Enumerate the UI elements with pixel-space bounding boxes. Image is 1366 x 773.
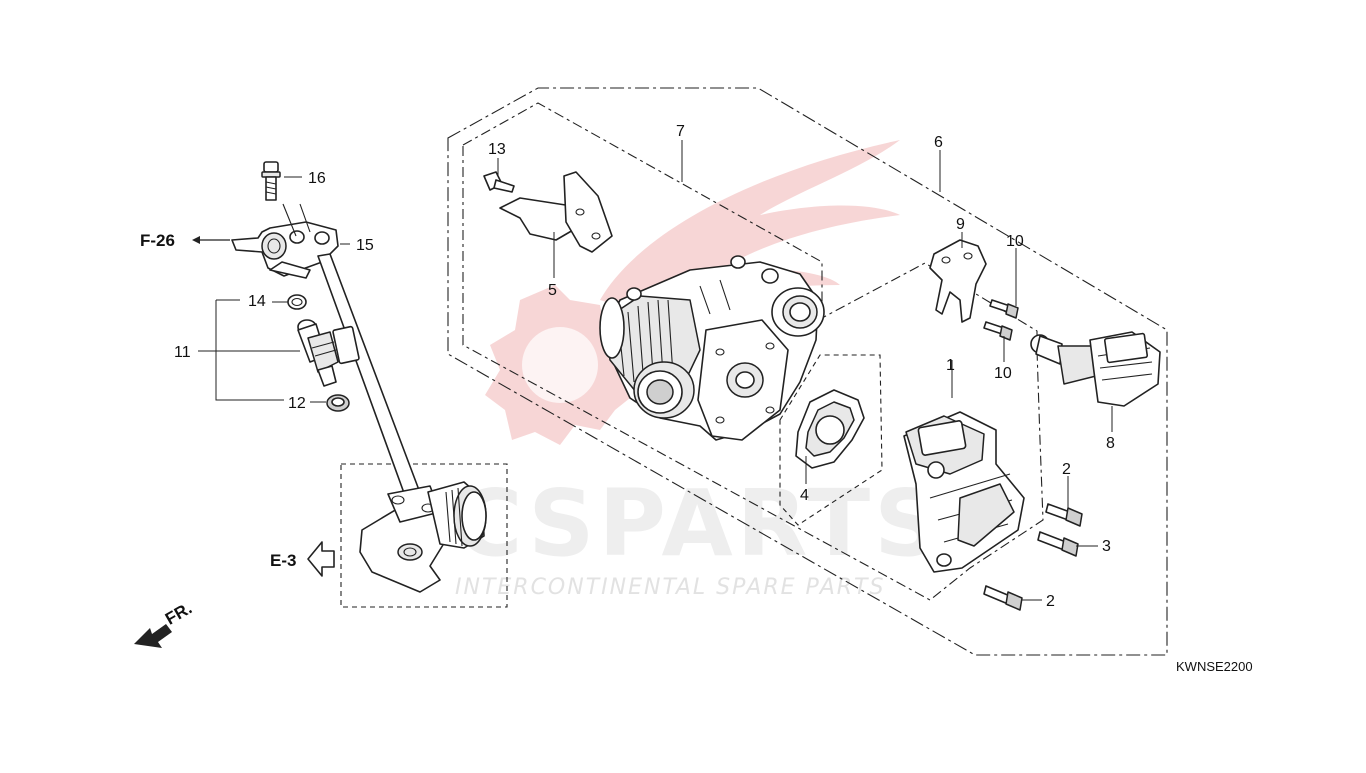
callout-3: 3 bbox=[1102, 538, 1111, 555]
callout-10-lower: 10 bbox=[994, 365, 1012, 382]
arrowhead-icon bbox=[192, 236, 200, 244]
intake-pipe bbox=[359, 481, 487, 593]
f26-reference: F-26 bbox=[140, 231, 230, 250]
callout-6: 6 bbox=[934, 134, 943, 151]
watermark-tagline: INTERCONTINENTAL SPARE PARTS bbox=[455, 575, 885, 600]
injector-11 bbox=[297, 319, 360, 387]
gasket-4-outline bbox=[779, 354, 883, 526]
callout-10-upper: 10 bbox=[1006, 233, 1024, 250]
hollow-arrow-left-icon bbox=[307, 541, 335, 577]
f26-label: F-26 bbox=[140, 231, 175, 250]
callout-5: 5 bbox=[548, 282, 557, 299]
callout-11: 11 bbox=[174, 344, 191, 361]
e3-label: E-3 bbox=[270, 551, 296, 570]
bracket-9 bbox=[929, 239, 987, 323]
callout-14: 14 bbox=[248, 293, 266, 310]
callouts: 16 15 14 11 12 13 5 7 6 9 10 10 8 1 4 2 … bbox=[174, 123, 1115, 610]
diagram-code: KWNSE2200 bbox=[1176, 659, 1253, 674]
sensor-unit-1 bbox=[903, 411, 1025, 573]
intake-pipe-box bbox=[340, 463, 508, 608]
callout-4: 4 bbox=[800, 487, 809, 504]
bolt-15 bbox=[483, 171, 515, 193]
screw-10-lower bbox=[983, 321, 1013, 341]
front-label: FR. bbox=[162, 599, 195, 629]
assembly-6-outline bbox=[447, 87, 1168, 656]
callout-2-lower: 2 bbox=[1046, 593, 1055, 610]
e3-reference: E-3 bbox=[270, 541, 335, 577]
callout-9: 9 bbox=[956, 216, 965, 233]
watermark: CSPARTS INTERCONTINENTAL SPARE PARTS bbox=[455, 140, 944, 600]
callout-15: 13 bbox=[488, 141, 506, 158]
fuel-joint-13 bbox=[231, 221, 339, 279]
bolt-16 bbox=[261, 161, 281, 201]
callout-16: 16 bbox=[308, 170, 326, 187]
screw-2-upper bbox=[1045, 503, 1083, 527]
front-arrow-icon bbox=[134, 624, 172, 648]
callout-8: 8 bbox=[1106, 435, 1115, 452]
screw-2-lower bbox=[983, 585, 1023, 611]
watermark-brand: CSPARTS bbox=[455, 470, 944, 577]
callout-1: 1 bbox=[946, 357, 955, 374]
leader-lines bbox=[198, 140, 1113, 601]
screw-3 bbox=[1037, 531, 1079, 557]
seal-12 bbox=[326, 394, 350, 412]
callout-2-upper: 2 bbox=[1062, 461, 1071, 478]
callout-12: 12 bbox=[288, 395, 306, 412]
gasket-4 bbox=[795, 389, 865, 469]
screw-10-upper bbox=[989, 299, 1019, 319]
callout-13: 15 bbox=[356, 237, 374, 254]
front-indicator: FR. bbox=[134, 599, 195, 648]
cover-5 bbox=[499, 171, 613, 253]
throttle-body-7 bbox=[599, 255, 825, 441]
callout-7: 7 bbox=[676, 123, 685, 140]
sensor-8 bbox=[1030, 331, 1161, 407]
o-ring-14 bbox=[287, 294, 307, 310]
